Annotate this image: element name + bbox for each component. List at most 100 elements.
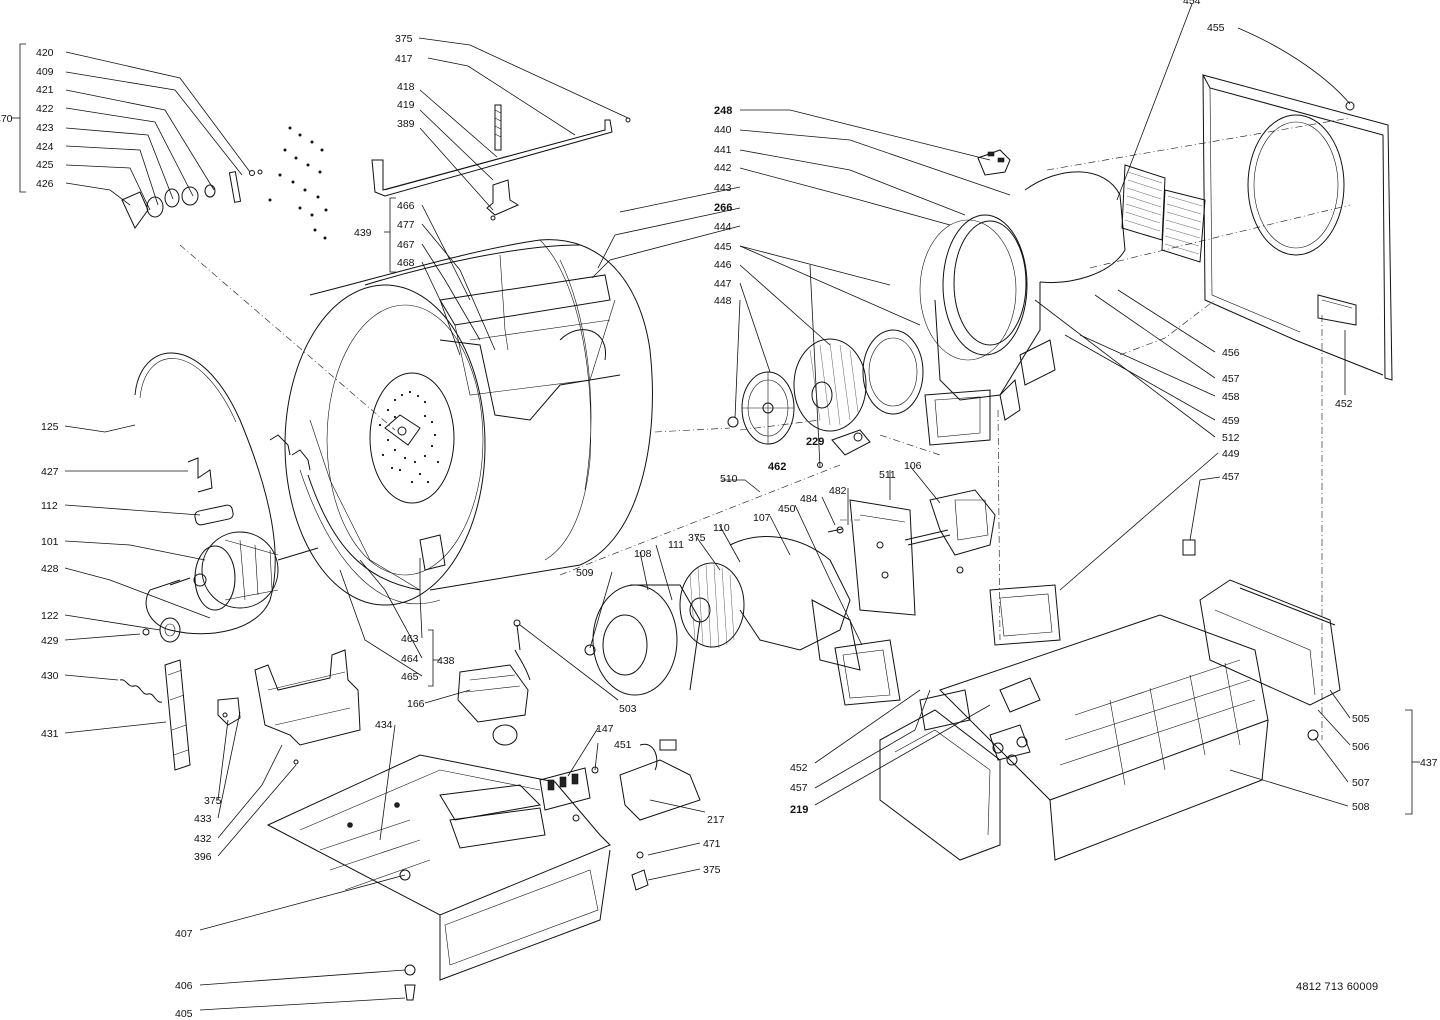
- label-440: 440: [714, 124, 732, 136]
- label-217: 217: [707, 814, 725, 826]
- label-375: 375: [395, 33, 413, 45]
- label-437: 437: [1420, 757, 1438, 769]
- tensioner-parts: [119, 617, 241, 771]
- label-375: 375: [703, 864, 721, 876]
- condenser-assembly: [879, 614, 1269, 861]
- label-467: 467: [397, 239, 415, 251]
- label-439: 439: [354, 227, 372, 239]
- label-431: 431: [41, 728, 59, 740]
- label-419: 419: [397, 99, 415, 111]
- label-396: 396: [194, 851, 212, 863]
- label-428: 428: [41, 563, 59, 575]
- rear-panel: [1202, 74, 1393, 381]
- label-418: 418: [397, 81, 415, 93]
- label-406: 406: [175, 980, 193, 992]
- label-505: 505: [1352, 713, 1370, 725]
- sensor-229: [817, 429, 871, 468]
- label-445: 445: [714, 241, 732, 253]
- label-106: 106: [904, 460, 922, 472]
- label-421: 421: [36, 84, 54, 96]
- label-462: 462: [768, 461, 786, 473]
- top-bracket: [371, 104, 631, 221]
- thermostat-248: [977, 149, 1011, 176]
- label-454: 454: [1183, 0, 1201, 7]
- label-442: 442: [714, 162, 732, 174]
- label-448: 448: [714, 295, 732, 307]
- label-507: 507: [1352, 777, 1370, 789]
- label-446: 446: [714, 259, 732, 271]
- fan-assembly: [727, 329, 924, 445]
- label-110: 110: [713, 522, 730, 534]
- label-125: 125: [41, 421, 59, 433]
- label-464: 464: [401, 653, 419, 665]
- label-509: 509: [576, 567, 594, 579]
- front-duct-housing: [919, 171, 1126, 446]
- lint-filter-454: [1121, 164, 1206, 263]
- label-417: 417: [395, 53, 413, 65]
- label-409: 409: [36, 66, 54, 78]
- label-452: 452: [1335, 398, 1353, 410]
- label-429: 429: [41, 635, 59, 647]
- label-503: 503: [619, 703, 637, 715]
- alignment-lines: [179, 117, 1351, 740]
- label-248: 248: [714, 105, 732, 117]
- label-456: 456: [1222, 347, 1240, 359]
- terminal-block-147: [539, 766, 599, 822]
- label-452: 452: [790, 762, 808, 774]
- label-482: 482: [829, 485, 847, 497]
- label-427: 427: [41, 466, 59, 478]
- pump-166: [457, 619, 531, 746]
- label-457: 457: [790, 782, 808, 794]
- label-510: 510: [720, 473, 738, 485]
- label-457: 457: [1222, 471, 1240, 483]
- gasket-449: [989, 539, 1196, 646]
- label-444: 444: [714, 221, 732, 233]
- label-122: 122: [41, 610, 59, 622]
- heater-bracket-217: [619, 739, 701, 891]
- label-463: 463: [401, 633, 419, 645]
- label-375: 375: [204, 795, 222, 807]
- label-441: 441: [714, 144, 732, 156]
- label-147: 147: [596, 723, 614, 735]
- label-470: 470: [0, 113, 13, 125]
- label-405: 405: [175, 1008, 193, 1020]
- label-450: 450: [778, 503, 796, 515]
- label-477: 477: [397, 219, 415, 231]
- drum: [284, 239, 653, 606]
- label-449: 449: [1222, 448, 1240, 460]
- label-112: 112: [41, 500, 58, 512]
- label-219: 219: [790, 804, 808, 816]
- bracket-511: [827, 489, 996, 616]
- motor-bracket-432: [254, 649, 361, 765]
- label-512: 512: [1222, 432, 1240, 444]
- label-389: 389: [397, 118, 415, 130]
- label-407: 407: [175, 928, 193, 940]
- label-506: 506: [1352, 741, 1370, 753]
- rear-bearing-assembly: [121, 169, 263, 229]
- label-433: 433: [194, 813, 212, 825]
- label-484: 484: [800, 493, 818, 505]
- label-107: 107: [753, 512, 771, 524]
- label-430: 430: [41, 670, 59, 682]
- label-426: 426: [36, 178, 54, 190]
- label-266: 266: [714, 202, 732, 214]
- perforated-disc: [268, 126, 328, 240]
- label-229: 229: [806, 436, 824, 448]
- base-plate: [266, 754, 611, 1001]
- label-457: 457: [1222, 373, 1240, 385]
- blower-assembly: [584, 536, 901, 706]
- label-458: 458: [1222, 391, 1240, 403]
- front-seal: [269, 434, 421, 591]
- label-420: 420: [36, 47, 54, 59]
- label-443: 443: [714, 182, 732, 194]
- label-455: 455: [1207, 22, 1225, 34]
- label-438: 438: [437, 655, 455, 667]
- document-number: 4812 713 60009: [1296, 981, 1379, 993]
- label-108: 108: [634, 548, 652, 560]
- label-424: 424: [36, 141, 54, 153]
- label-422: 422: [36, 103, 54, 115]
- label-166: 166: [407, 698, 425, 710]
- label-375: 375: [688, 532, 706, 544]
- drive-belt: [134, 352, 276, 635]
